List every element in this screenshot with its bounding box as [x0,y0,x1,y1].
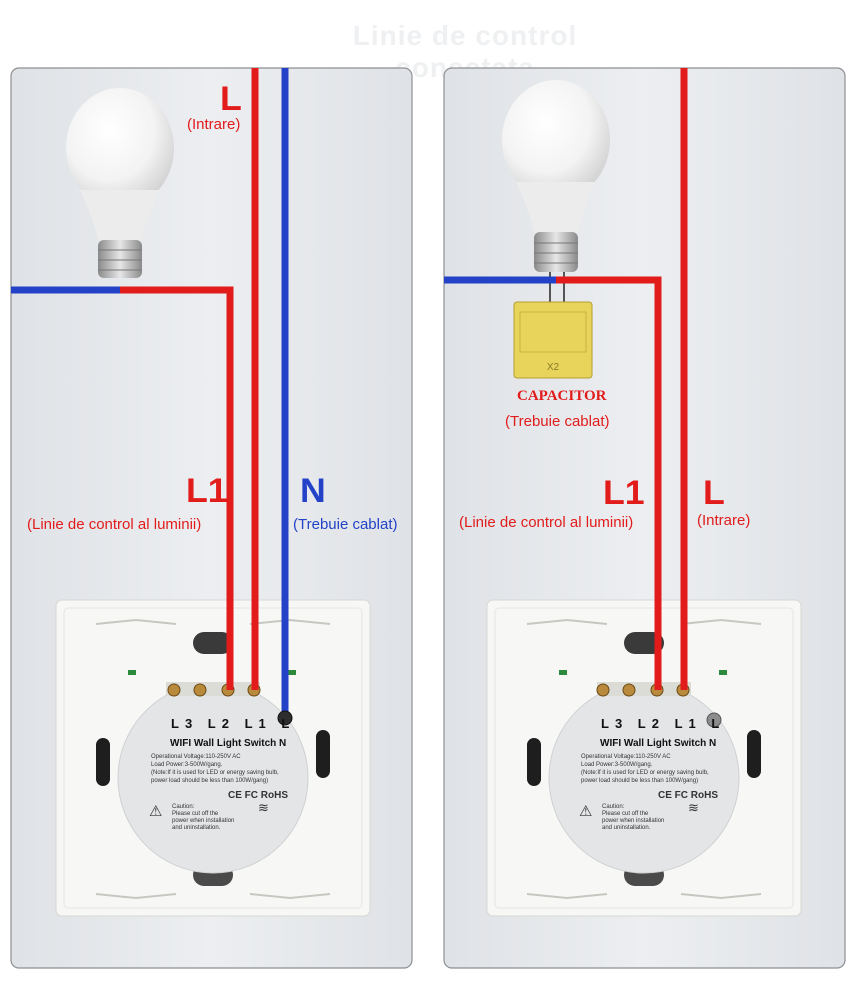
spec-power: Load Power:3-500W/gang. [581,762,653,768]
switch-title: WIFI Wall Light Switch [600,738,707,749]
caution-triangle-icon: ⚠ [579,803,593,820]
right-wires [444,68,688,690]
terminal-l2-label: L2 [207,716,235,731]
terminal-l1-label: L1 [244,716,272,731]
right-bulb-icon [502,80,610,272]
spec-power: Load Power:3-500W/gang. [151,762,223,768]
capacitor-label: CAPACITOR [517,388,607,404]
terminal-n-label: N [279,738,287,749]
spec-voltage: Operational Voltage:110-250V AC [151,754,241,760]
wifi-icon: ≋ [258,800,269,815]
svg-text:X2: X2 [547,362,560,373]
cert-marks: CE FC RoHS [228,790,288,801]
terminal-l3-label: L3 [171,716,199,731]
left-l1-wire [120,286,234,690]
spec-note-2: power load should be less than 100W/gang… [581,778,699,784]
terminal-l1-label: L1 [674,716,702,731]
terminal-l3-label: L3 [601,716,629,731]
capacitor-sub-label: (Trebuie cablat) [505,413,610,430]
terminal-l2-label: L2 [637,716,665,731]
spec-note-1: (Note:If it is used for LED or energy sa… [581,770,709,776]
left-wires [11,68,289,716]
right-l1-label: L1 [603,474,645,512]
left-n-label: N [300,472,326,510]
caution-line-1: Please cut off the [602,811,649,817]
right-l-sub-label: (Intrare) [697,512,751,529]
caution-line-2: power when installation [602,818,665,824]
left-l1-sub-label: (Linie de control al luminii) [27,516,202,533]
right-l1-wire [556,276,662,690]
wifi-icon: ≋ [688,800,699,815]
caution-line-1: Please cut off the [172,811,219,817]
left-n-sub-label: (Trebuie cablat) [293,516,398,533]
spec-note-1: (Note:If it is used for LED or energy sa… [151,770,279,776]
caution-title: Caution: [602,804,625,810]
caution-line-2: power when installation [172,818,235,824]
switch-title: WIFI Wall Light Switch [170,738,277,749]
caution-line-3: and uninstallation. [602,825,651,831]
right-l-label: L [703,474,725,512]
left-l1-label: L1 [186,472,228,510]
caution-line-3: and uninstallation. [172,825,221,831]
spec-note-2: power load should be less than 100W/gang… [151,778,269,784]
terminal-n-label: N [709,738,717,749]
right-n-terminal [706,712,722,728]
spec-voltage: Operational Voltage:110-250V AC [581,754,671,760]
left-bulb-icon [66,88,174,278]
terminal-l-label: L [711,716,726,731]
cert-marks: CE FC RoHS [658,790,718,801]
left-n-terminal [277,710,293,726]
left-l-sub-label: (Intrare) [187,116,241,133]
caution-triangle-icon: ⚠ [149,803,163,820]
right-l1-sub-label: (Linie de control al luminii) [459,514,634,531]
terminal-l-label: L [281,716,296,731]
caution-title: Caution: [172,804,195,810]
left-l-label: L [220,80,242,118]
